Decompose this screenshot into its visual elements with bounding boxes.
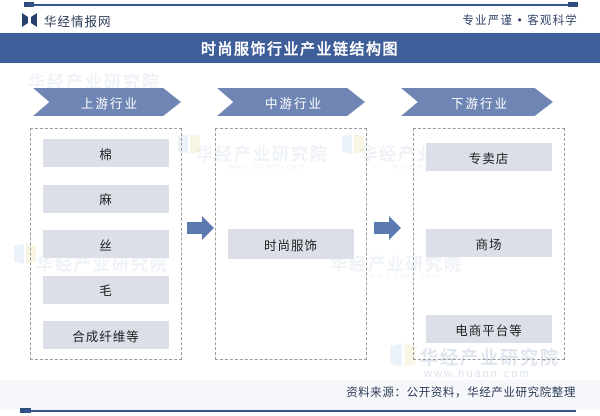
right-arrow-icon [374,215,402,241]
stage-column-midstream: 时尚服饰 [215,128,367,360]
watermark-url: www.huaon.com [424,368,531,380]
stage-banner-label: 中游行业 [264,96,323,111]
top-accent-cap-right [568,2,578,7]
page-title-bar: 时尚服饰行业产业链结构图 [0,33,600,63]
stage-banner-midstream: 中游行业 [217,88,365,116]
brand-tagline: 专业严谨 • 客观科学 [462,15,578,27]
top-accent-line [28,4,576,6]
chain-node: 商场 [426,229,552,257]
bottom-accent-line [24,410,576,412]
stage-banner-upstream: 上游行业 [33,88,181,116]
right-arrow-icon [187,215,215,241]
stage-column-downstream: 专卖店 商场 电商平台等 [413,128,565,360]
stage-banner-label: 下游行业 [450,96,509,111]
stage-banner-downstream: 下游行业 [401,88,553,116]
brand-name: 华经情报网 [44,14,112,29]
stage-column-upstream: 棉 麻 丝 毛 合成纤维等 [30,128,182,360]
brand-bar: 华经情报网 专业严谨 • 客观科学 [0,7,600,33]
page-title: 时尚服饰行业产业链结构图 [200,40,399,58]
industry-chain-diagram: 上游行业 中游行业 下游行业 棉 麻 丝 毛 合成纤维等 时尚服饰 [0,63,600,363]
chain-node: 麻 [43,184,169,213]
chain-node: 丝 [43,230,169,258]
chain-node: 电商平台等 [426,315,552,343]
chain-node: 棉 [43,139,169,167]
source-note: 资料来源：公开资料，华经产业研究院整理 [346,387,576,399]
bowtie-logo-icon [22,13,37,27]
stage-banner-label: 上游行业 [80,96,139,111]
chain-node: 专卖店 [426,143,552,171]
footer-bar [0,380,600,410]
brand-group: 华经情报网 [22,11,112,30]
chain-node: 合成纤维等 [43,321,169,349]
chain-node: 时尚服饰 [228,229,354,259]
chain-node: 毛 [43,275,169,304]
